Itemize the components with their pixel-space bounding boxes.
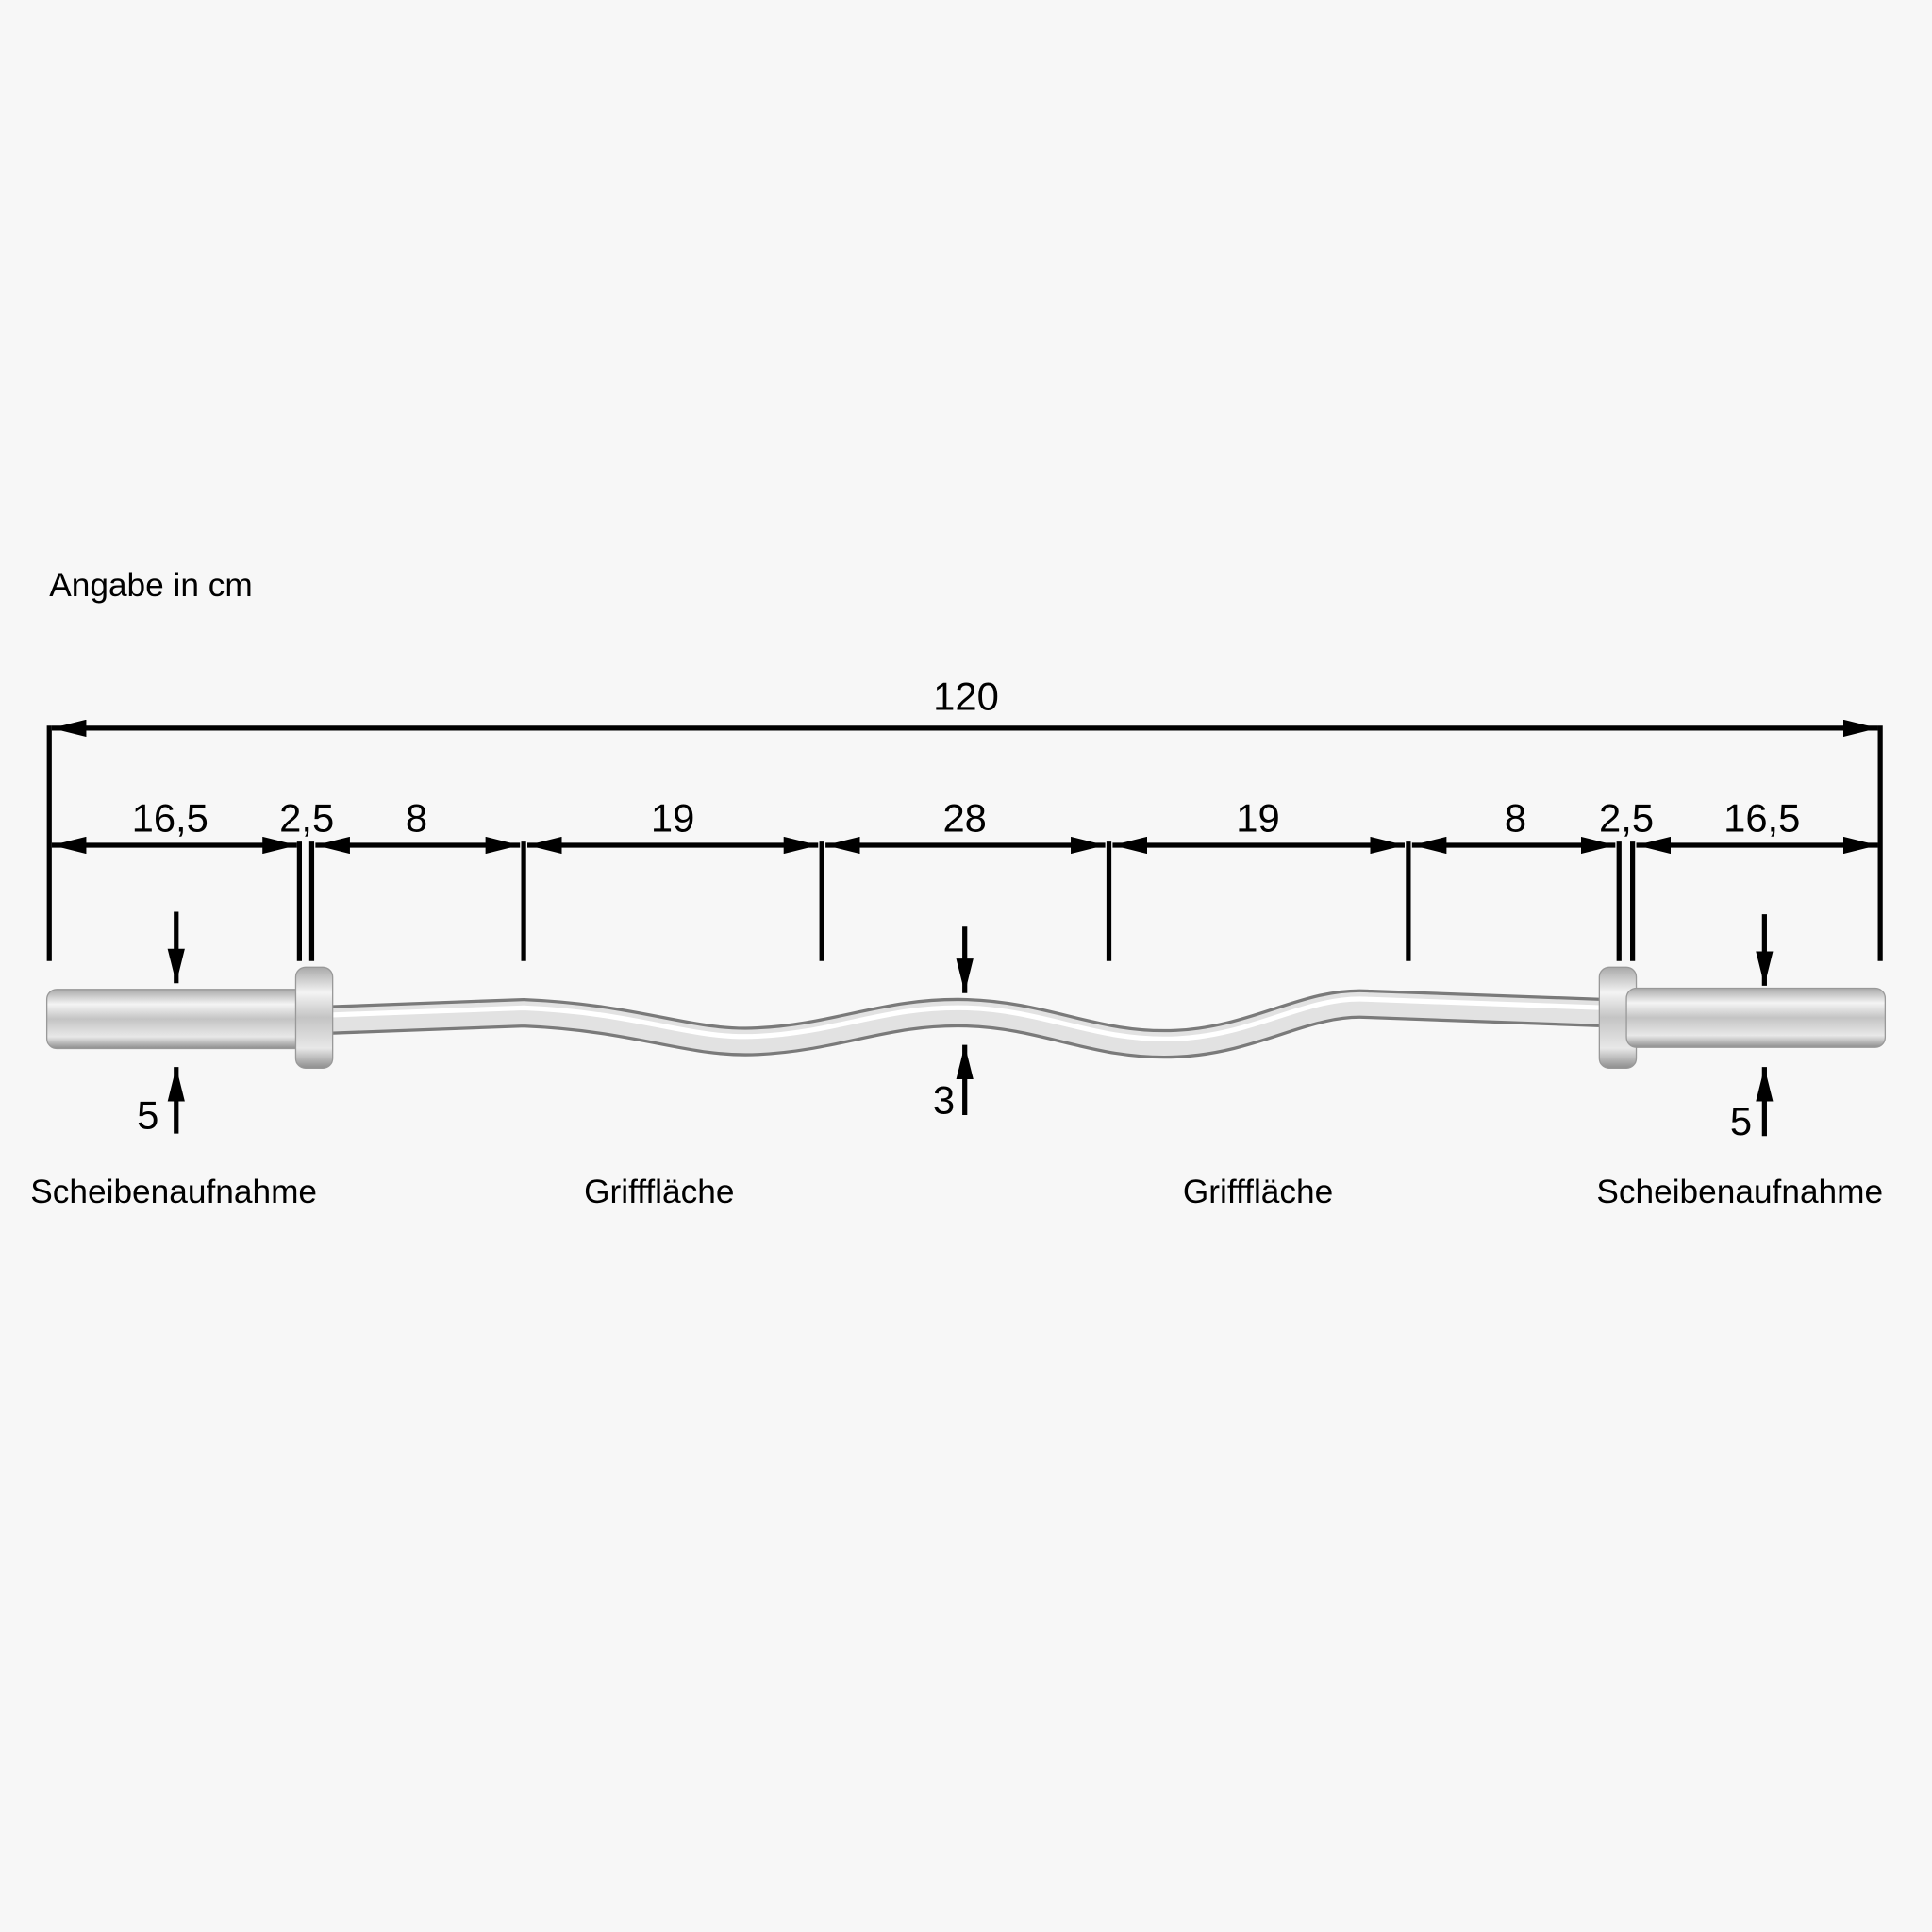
diameter-arrows [167,911,1774,1137]
zone-label-grip-right: Grifffläche [1183,1174,1333,1210]
segment-label: 8 [1505,796,1526,841]
segment-label: 2,5 [1599,796,1654,841]
ez-curl-bar [45,966,1887,1070]
zone-label-grip-left: Grifffläche [584,1174,734,1210]
segment-label: 28 [942,796,986,841]
zone-label-left-sleeve: Scheibenaufnahme [30,1174,317,1210]
segment-label: 19 [651,796,694,841]
left-collar [294,966,334,1070]
segment-label: 16,5 [1724,796,1800,841]
grip-diameter: 3 [933,1078,955,1123]
right-sleeve-diameter: 5 [1730,1099,1752,1143]
unit-note: Angabe in cm [49,567,253,604]
segment-label: 19 [1236,796,1279,841]
segment-ticks [296,841,1636,961]
left-sleeve-diameter: 5 [137,1092,158,1137]
zone-label-right-sleeve: Scheibenaufnahme [1596,1174,1883,1210]
segment-label: 8 [406,796,427,841]
right-sleeve [1625,987,1887,1048]
segment-label: 2,5 [279,796,334,841]
segment-label: 16,5 [132,796,208,841]
left-sleeve [45,989,307,1050]
total-length-label: 120 [933,674,999,718]
